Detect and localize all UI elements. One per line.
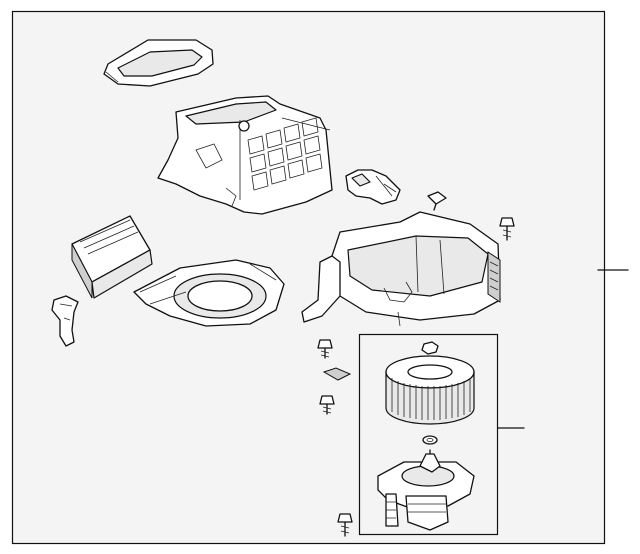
grommet-bracket: [322, 367, 352, 381]
motor-assembly-group: [358, 333, 499, 536]
filter-door-clip: [51, 295, 79, 347]
cabin-air-filter: [71, 215, 153, 299]
seal-gasket: [103, 39, 214, 87]
washer: [422, 435, 438, 445]
mounting-screw-2: [317, 339, 333, 359]
fan-nut: [421, 341, 439, 355]
resistor-connector: [345, 169, 401, 205]
lower-case-cover: [133, 259, 285, 327]
upper-blower-case: [157, 95, 333, 215]
fan-wheel: [385, 355, 475, 425]
mounting-screw-1: [499, 217, 515, 241]
blower-motor: [377, 449, 475, 531]
mounting-screw-3: [319, 395, 335, 415]
case-screw: [427, 191, 447, 211]
mounting-screw-4: [337, 513, 353, 537]
blower-housing: [301, 211, 501, 327]
mounting-screws: [317, 217, 515, 537]
